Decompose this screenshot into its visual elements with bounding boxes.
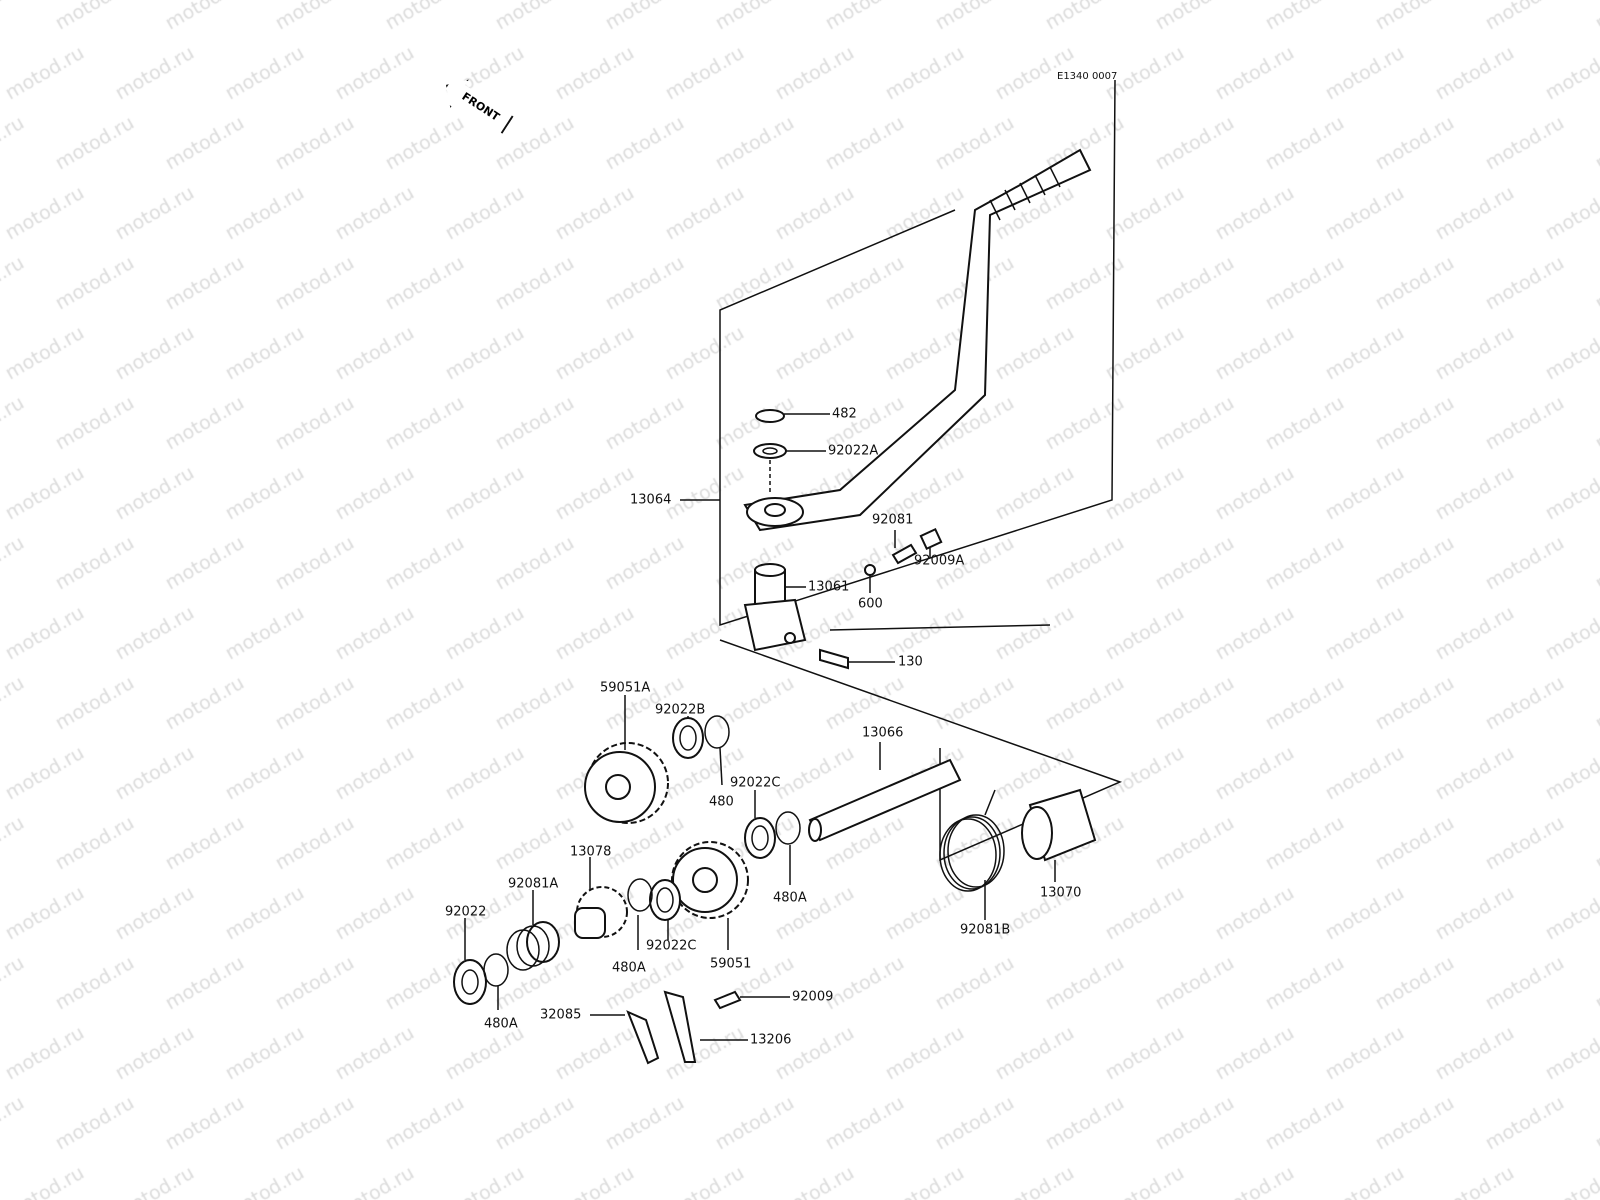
plug-92009A (919, 527, 943, 551)
label-480: 480 (709, 794, 734, 810)
label-482: 482 (832, 406, 857, 422)
label-92022C-b: 92022C (646, 938, 697, 954)
kick-pedal-lever (743, 148, 1092, 532)
diagram-code: E1340 0007 (1057, 71, 1118, 82)
plates-32085-13206 (626, 990, 742, 1065)
label-92009: 92009 (792, 989, 834, 1005)
label-13061: 13061 (808, 579, 850, 595)
label-130: 130 (898, 654, 923, 670)
gear-59051 (671, 841, 749, 919)
label-92081B: 92081B (960, 922, 1011, 938)
label-92081A: 92081A (508, 876, 559, 892)
label-92022: 92022 (445, 904, 487, 920)
label-92081: 92081 (872, 512, 914, 528)
label-92009A: 92009A (914, 553, 965, 569)
label-600: 600 (858, 596, 883, 612)
leader-lines (464, 413, 1056, 1041)
label-59051: 59051 (710, 956, 752, 972)
label-92022A: 92022A (828, 443, 879, 459)
frame-lines (719, 79, 1123, 862)
label-32085: 32085 (540, 1007, 582, 1023)
washer-hole (762, 447, 778, 455)
circlip-482 (755, 409, 785, 423)
label-92022B: 92022B (655, 702, 706, 718)
spring-92081 (891, 543, 918, 565)
ratchet-13078 (574, 886, 628, 939)
guide-13070 (1021, 788, 1097, 862)
label-480A-a: 480A (773, 890, 807, 906)
label-13070: 13070 (1040, 885, 1082, 901)
label-480A-c: 480A (484, 1016, 518, 1032)
label-59051A: 59051A (600, 680, 651, 696)
label-13066: 13066 (862, 725, 904, 741)
pivot-13061 (743, 563, 807, 652)
spring-92081A (506, 921, 560, 971)
washer-92022A (753, 443, 787, 459)
washers (453, 715, 801, 1005)
label-13206: 13206 (750, 1032, 792, 1048)
ball-600 (864, 564, 876, 576)
label-13078: 13078 (570, 844, 612, 860)
label-13064: 13064 (630, 492, 672, 508)
bolt-130 (819, 648, 849, 670)
gear-59051A (584, 742, 669, 824)
torsion-spring-92081B (939, 789, 1005, 892)
label-92022C-a: 92022C (730, 775, 781, 791)
shaft-13066 (808, 758, 962, 842)
label-480A-b: 480A (612, 960, 646, 976)
